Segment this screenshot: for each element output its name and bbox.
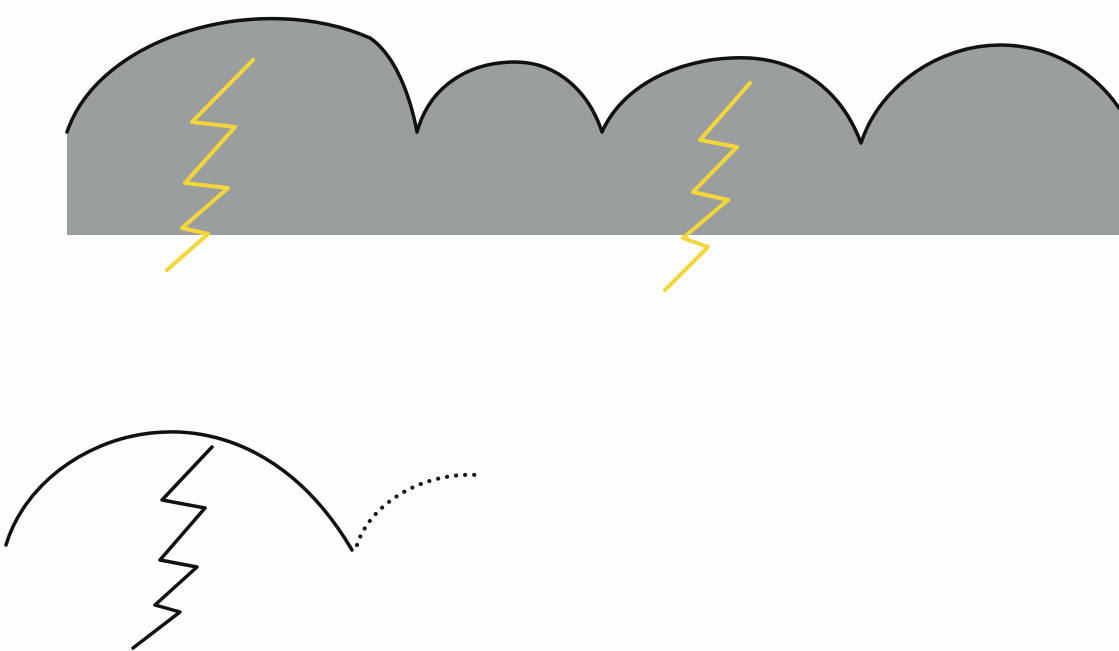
cloud-band bbox=[67, 19, 1119, 290]
zigzag-bolt bbox=[133, 447, 212, 648]
bump-outline bbox=[6, 432, 352, 550]
bump-detail bbox=[6, 432, 478, 648]
dotted-continuation bbox=[357, 475, 478, 545]
